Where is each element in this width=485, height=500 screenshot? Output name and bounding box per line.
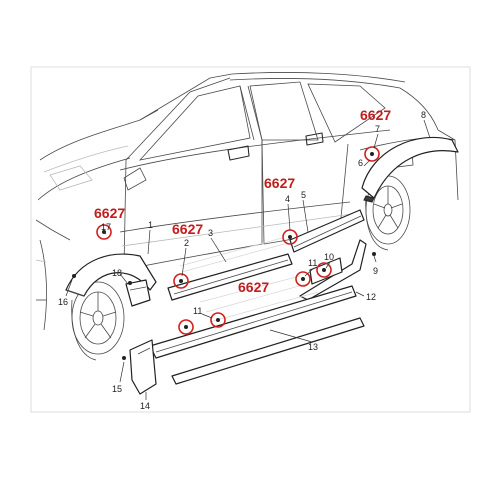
code-label-rocker: 6627 [238,279,269,295]
front-door-molding [167,237,293,301]
marker-ring [173,273,189,289]
diagram-frame [30,66,471,413]
rear-door-molding [289,209,365,253]
callout-1: 1 [148,220,153,230]
front-rocker-end-cap [129,339,157,395]
callout-2: 2 [184,238,189,248]
code-label-rear-arch: 6627 [360,107,391,123]
rear-rocker-extension [299,239,367,301]
front-wheel-arch-molding [65,253,157,297]
rocker-molding [149,275,357,359]
front-wheel [71,281,125,361]
callout-11-left: 11 [193,306,202,316]
callout-5: 5 [301,190,306,200]
marker-ring [364,146,380,162]
fender-bracket [125,279,151,307]
callout-9: 9 [373,266,378,276]
marker-ring [178,319,194,335]
callout-3: 3 [208,228,213,238]
code-label-front-door: 6627 [172,221,203,237]
callout-10: 10 [324,252,334,262]
callout-numbers: 1 2 3 4 5 6 7 8 9 10 11 11 12 13 14 15 1… [58,110,426,411]
callout-13: 13 [308,342,318,352]
rocker-lower-strip [171,317,365,385]
marker-ring [210,312,226,328]
callout-6: 6 [358,158,363,168]
marker-ring [295,271,311,287]
callout-12: 12 [366,292,376,302]
leader-lines [65,119,431,400]
marker-ring [316,262,332,278]
callout-18: 18 [112,268,122,278]
callout-4: 4 [285,194,290,204]
service-markers [96,146,380,335]
callout-15: 15 [112,384,122,394]
fastener-clips [72,152,376,360]
marker-ring [96,224,112,240]
rear-wheel-arch-molding [361,136,459,203]
callout-11-right: 11 [308,258,317,268]
callout-17: 17 [101,222,111,232]
callout-14: 14 [140,401,150,411]
code-label-rear-door: 6627 [264,175,295,191]
code-label-front-fender: 6627 [94,205,125,221]
service-code-labels: 6627 6627 6627 6627 6627 [94,107,391,295]
callout-16: 16 [58,297,68,307]
callout-8: 8 [421,110,426,120]
callout-7: 7 [375,124,380,134]
